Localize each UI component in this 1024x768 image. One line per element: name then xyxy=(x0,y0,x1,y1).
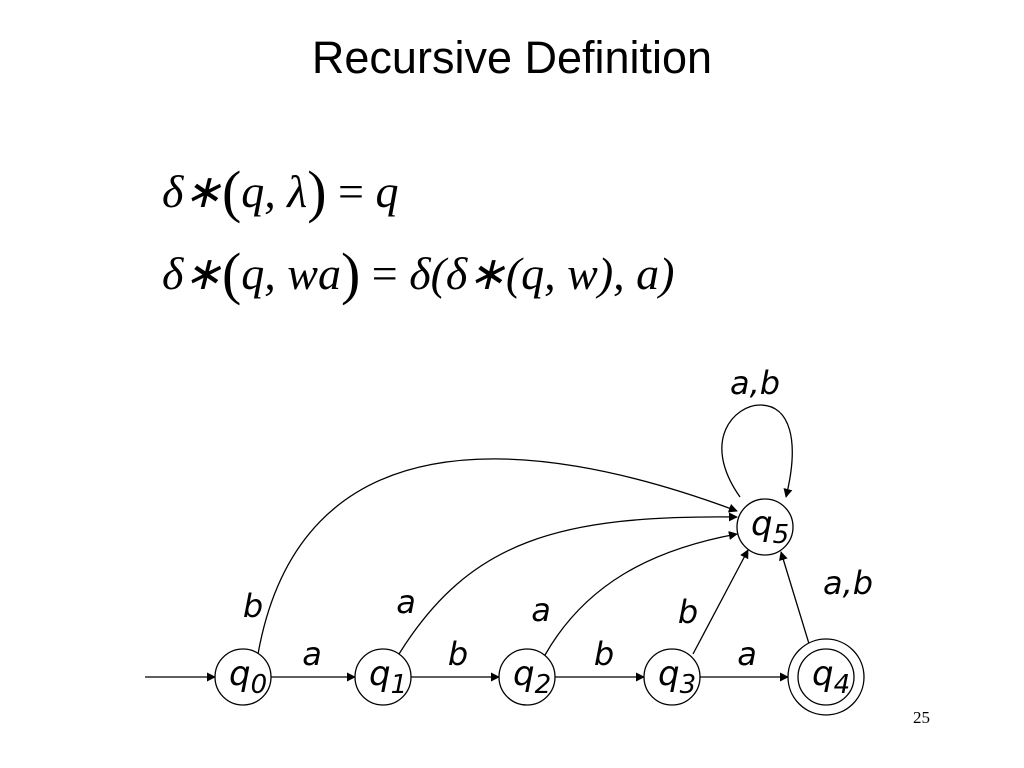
state-circle xyxy=(214,648,272,706)
state-label-q0: q0 xyxy=(229,654,267,700)
transition-label-q1-q2: b xyxy=(448,635,468,673)
state-circle xyxy=(498,648,556,706)
delta-star: δ∗ xyxy=(162,248,222,299)
state-q2: q2 xyxy=(498,648,556,706)
close-paren: ) xyxy=(340,241,361,306)
transition-label-q0-q1: a xyxy=(302,635,322,673)
state-circle xyxy=(736,498,794,556)
formula-args: q, λ xyxy=(241,166,308,217)
transition-label-q2-q5: a xyxy=(531,591,551,629)
formula-recursive-case: δ∗(q, wa) = δ(δ∗(q, w), a) xyxy=(162,240,675,307)
equals-sign: = xyxy=(338,166,364,217)
delta-star: δ∗ xyxy=(162,166,222,217)
page-number: 25 xyxy=(913,708,930,727)
state-q1: q1 xyxy=(354,648,412,706)
state-circle xyxy=(354,648,412,706)
transition-q1-q5 xyxy=(398,512,738,655)
state-q0: q0 xyxy=(214,648,272,706)
formula-args: q, wa xyxy=(241,248,341,299)
state-q5: q5 xyxy=(736,498,794,556)
state-label-q1: q1 xyxy=(369,654,407,700)
slide-title: Recursive Definition xyxy=(311,32,713,83)
state-q4: q4 xyxy=(787,638,865,716)
open-paren: ( xyxy=(221,241,242,306)
transition-label-q3-q5: b xyxy=(678,593,698,631)
formula-base-case: δ∗(q, λ) = q xyxy=(162,158,398,225)
transition-label-q1-q5: a xyxy=(396,583,416,621)
state-q3: q3 xyxy=(643,648,701,706)
state-label-q3: q3 xyxy=(658,654,696,700)
transition-label-q5-q5: a,b xyxy=(730,364,780,402)
transition-q3-q5 xyxy=(692,549,749,655)
close-paren: ) xyxy=(307,159,327,224)
transition-q4-q5 xyxy=(779,551,811,648)
transition-q5-q5 xyxy=(721,404,793,498)
state-label-q5: q5 xyxy=(751,504,789,550)
transition-q2-q5 xyxy=(544,531,738,656)
state-circle xyxy=(643,648,701,706)
transition-label-q4-q5: a,b xyxy=(823,564,873,602)
open-paren: ( xyxy=(221,159,242,224)
formula-rhs: q xyxy=(375,166,399,217)
state-label-q2: q2 xyxy=(513,654,551,700)
transition-label-q2-q3: b xyxy=(594,635,614,673)
equals-sign: = xyxy=(371,248,398,299)
transition-label-q0-q5: b xyxy=(243,587,263,625)
state-circle xyxy=(797,648,855,706)
transition-label-q3-q4: a xyxy=(737,635,757,673)
transition-q0-q5 xyxy=(257,458,738,655)
state-label-q4: q4 xyxy=(812,654,850,700)
formula-rhs: δ(δ∗(q, w), a) xyxy=(409,248,675,299)
